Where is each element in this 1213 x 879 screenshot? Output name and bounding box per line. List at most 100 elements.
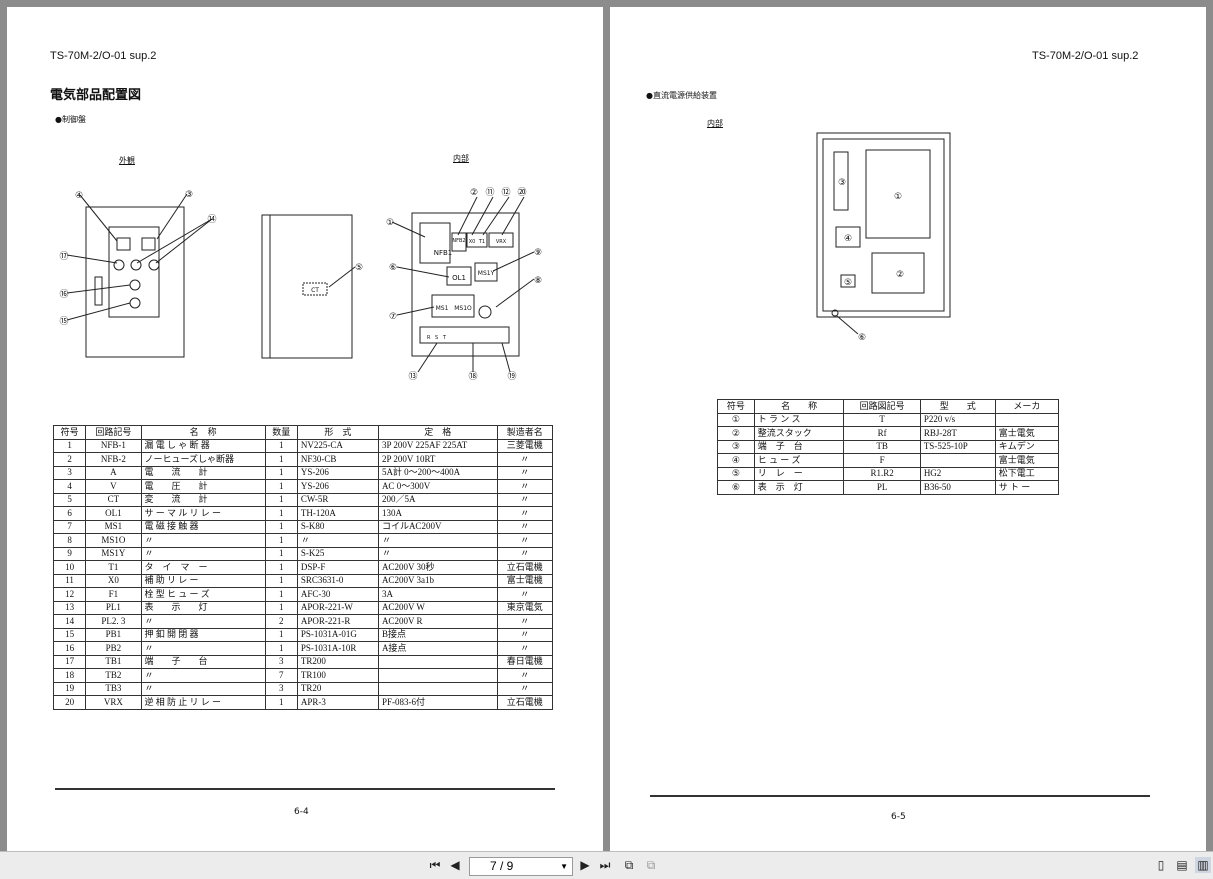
callout-4: ④ — [844, 234, 852, 244]
table-cell: MS1 — [85, 519, 142, 534]
table-cell: 3P 200V 225AF 225AT — [377, 438, 498, 453]
callout-6: ⑥ — [858, 333, 866, 343]
table-cell: PL2. 3 — [85, 614, 142, 629]
table-cell: B接点 — [377, 627, 498, 642]
callout-13: ⑬ — [408, 371, 417, 382]
table-cell: 14 — [52, 614, 87, 629]
table-cell: 1 — [264, 506, 298, 521]
table-cell: PF-083-6付 — [377, 695, 498, 710]
table-cell: TR100 — [296, 668, 379, 683]
table-cell: 130A — [377, 506, 498, 521]
table-cell: 表 示 灯 — [753, 480, 845, 495]
table-cell: タ イ マ ー — [140, 560, 266, 575]
table-cell: 3A — [377, 587, 498, 602]
table-cell: 逆 相 防 止 リ レ ー — [140, 695, 266, 710]
fit-icon[interactable]: ⧉ — [646, 858, 656, 872]
table-cell: PL — [843, 480, 921, 495]
callout-1: ① — [386, 218, 394, 228]
table-cell: 〃 — [496, 519, 554, 534]
panel-side-outline — [261, 214, 353, 359]
table-cell: 〃 — [496, 546, 554, 561]
table-cell: TR200 — [296, 654, 379, 669]
label-terminal-t: T — [442, 335, 447, 341]
table-cell: 6 — [52, 506, 87, 521]
table-cell: 1 — [264, 695, 298, 710]
dc-unit-outline — [816, 132, 951, 318]
callout-12: ⑫ — [501, 187, 510, 198]
table-cell: 5 — [52, 492, 87, 507]
callout-2: ② — [896, 270, 904, 280]
table-cell: 〃 — [496, 627, 554, 642]
single-page-icon[interactable]: ▯ — [1157, 858, 1165, 872]
table-cell: 11 — [52, 573, 87, 588]
table-cell: APR-3 — [296, 695, 379, 710]
last-page-icon[interactable]: ⏭ — [599, 858, 611, 872]
callout-19: ⑲ — [507, 371, 516, 382]
table-cell: 〃 — [140, 533, 266, 548]
table-cell: 3 — [52, 465, 87, 480]
panel-layout-diagram: NFB1 NFB2 X0 T1 VRX OL1 MS1Y MS1 MS1O R … — [59, 187, 542, 382]
table-header-cell: 定 格 — [377, 425, 498, 440]
table-cell: 2 — [264, 614, 298, 629]
table-cell: PS-1031A-01G — [296, 627, 379, 642]
table-cell: T1 — [85, 560, 142, 575]
interior-label: 内部 — [453, 154, 469, 163]
header-code: TS-70M-2/O-01 sup.2 — [1032, 50, 1139, 62]
table-cell: AC 0～300V — [377, 479, 498, 494]
table-cell: APOR-221-W — [296, 600, 379, 615]
table-header-cell: 形 式 — [296, 425, 379, 440]
label-ms1: MS1 — [436, 305, 449, 312]
table-cell: RBJ-28T — [919, 426, 996, 441]
document-page-left: TS-70M-2/O-01 sup.2 電気部品配置図 ●制御盤 外観 内部 — [7, 7, 603, 851]
page-number: 6-4 — [294, 807, 309, 817]
table-cell: PS-1031A-10R — [296, 641, 379, 656]
table-cell: AC200V 3a1b — [377, 573, 498, 588]
table-cell: 栓 型 ヒ ュ ー ズ — [140, 587, 266, 602]
table-cell — [377, 681, 498, 696]
table-cell: TB1 — [85, 654, 142, 669]
rotate-icon[interactable]: ⧉ — [624, 858, 634, 872]
table-cell: 1 — [264, 465, 298, 480]
table-cell: 1 — [264, 546, 298, 561]
callout-15: ⑮ — [59, 316, 68, 327]
table-cell: 1 — [264, 492, 298, 507]
table-cell: MS1Y — [85, 546, 142, 561]
first-page-icon[interactable]: ⏮ — [429, 858, 441, 872]
table-cell: VRX — [85, 695, 142, 710]
table-cell: PL1 — [85, 600, 142, 615]
table-cell: 電 流 計 — [140, 465, 266, 480]
table-cell: 立石電機 — [496, 560, 554, 575]
table-cell: HG2 — [919, 466, 996, 481]
continuous-icon[interactable]: ▤ — [1176, 858, 1188, 872]
table-header-cell: 回路図記号 — [843, 399, 921, 414]
table-cell: 〃 — [496, 614, 554, 629]
callout-20: ⑳ — [517, 187, 526, 198]
table-cell: 10 — [52, 560, 87, 575]
table-cell: 〃 — [496, 465, 554, 480]
label-t1: T1 — [478, 239, 485, 245]
two-page-icon[interactable]: ▥ — [1195, 857, 1211, 873]
table-header-cell: 符号 — [52, 425, 87, 440]
table-cell: A — [85, 465, 142, 480]
table-cell: 東京電気 — [496, 600, 554, 615]
page-title: 電気部品配置図 — [50, 88, 142, 103]
prev-page-icon[interactable]: ◀ — [450, 858, 460, 872]
table-cell — [377, 654, 498, 669]
chevron-down-icon: ▼ — [560, 862, 568, 871]
table-cell: 19 — [52, 681, 87, 696]
callout-8: ⑧ — [534, 276, 542, 286]
page-select[interactable]: 7 / 9 ▼ — [469, 857, 573, 876]
table-cell: ト ラ ン ス — [753, 412, 845, 427]
table-cell: 〃 — [496, 587, 554, 602]
next-page-icon[interactable]: ▶ — [580, 858, 590, 872]
table-cell: 〃 — [496, 452, 554, 467]
